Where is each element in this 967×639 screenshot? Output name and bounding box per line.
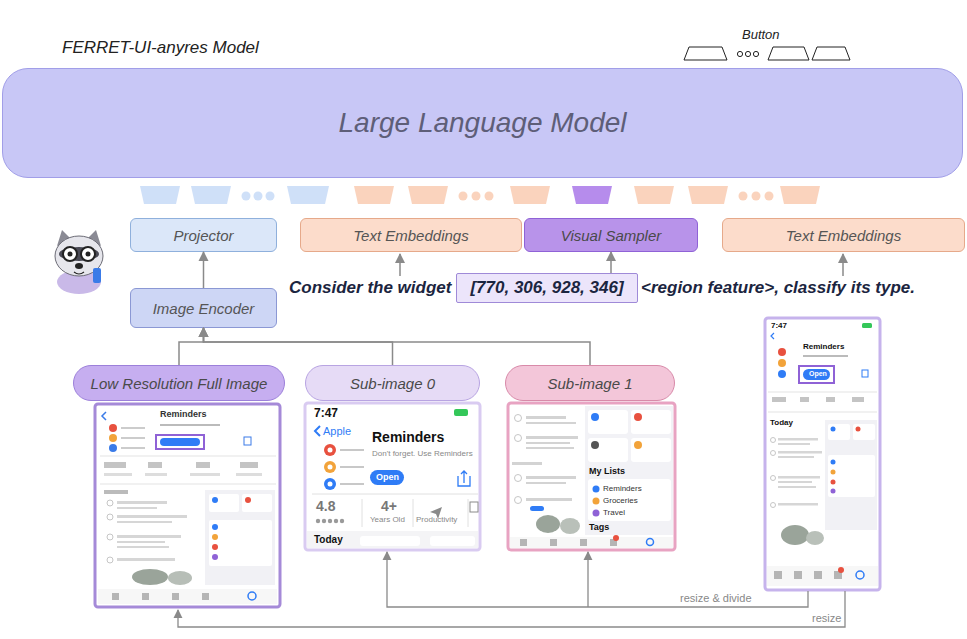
visual-sampler-box: Visual Sampler xyxy=(524,218,698,252)
screen-text: Reminders xyxy=(160,409,207,419)
node-label: Projector xyxy=(173,227,233,244)
flow-arrow xyxy=(610,252,612,273)
resize-connectors xyxy=(178,552,845,627)
flow-arrow xyxy=(204,328,591,365)
node-label: Sub-image 1 xyxy=(547,375,632,392)
screen-text: 4+ xyxy=(381,498,397,514)
screen-text: 7:47 xyxy=(314,407,338,421)
screen-text: 4.8 xyxy=(316,498,335,514)
screen-text: Reminders xyxy=(803,342,844,351)
node-label: Large Language Model xyxy=(338,107,626,139)
diagram-title: FERRET-UI-anyres Model xyxy=(62,38,259,58)
screen-text: Years Old xyxy=(370,515,405,524)
low-res-screenshot xyxy=(95,404,280,607)
screen-text: Apple xyxy=(323,425,351,438)
screen-text: Tags xyxy=(589,522,609,532)
node-label: Low Resolution Full Image xyxy=(91,375,268,392)
mascot xyxy=(55,230,103,294)
input-tokens xyxy=(140,186,820,204)
screen-text: Don't forget. Use Reminders xyxy=(372,449,473,458)
encoder-box: Image Encoder xyxy=(130,288,277,328)
connector-label: resize xyxy=(812,612,841,625)
node-label: Sub-image 0 xyxy=(350,375,435,392)
flow-arrow xyxy=(179,328,204,365)
screen-text: Productivity xyxy=(416,515,457,524)
screen-text: Travel xyxy=(603,508,625,517)
image-input-pill: Sub-image 0 xyxy=(305,365,480,401)
prompt-text: Consider the widget xyxy=(289,278,451,298)
flow-arrow xyxy=(204,328,393,365)
screen-text: Reminders xyxy=(372,429,444,445)
node-label: [770, 306, 928, 346] xyxy=(470,278,623,298)
screen-text: My Lists xyxy=(589,466,625,476)
sub-image-0-screenshot xyxy=(305,403,480,550)
screen-text: Today xyxy=(770,418,793,427)
node-label: Text Embeddings xyxy=(353,227,468,244)
output-tokens xyxy=(684,47,850,60)
projector-box: Projector xyxy=(130,218,277,252)
text-embedding-box: Text Embeddings xyxy=(722,218,965,252)
screen-text: 7:47 xyxy=(771,321,787,330)
screen-text: Today xyxy=(314,534,343,546)
image-input-pill: Low Resolution Full Image xyxy=(73,365,285,401)
screen-text: Open xyxy=(809,370,827,378)
full-screenshot xyxy=(765,318,880,590)
text-embedding-box: Text Embeddings xyxy=(300,218,522,252)
screen-text: Reminders xyxy=(603,484,642,493)
sub-image-1-screenshot xyxy=(508,403,675,550)
output-label: Button xyxy=(742,28,780,43)
node-label: Visual Sampler xyxy=(561,227,662,244)
region-box: [770, 306, 928, 346] xyxy=(456,273,638,303)
screen-text: Open xyxy=(376,472,399,482)
connector-label: resize & divide xyxy=(680,592,752,605)
node-label: Image Encoder xyxy=(153,300,255,317)
prompt-text: <region feature>, classify its type. xyxy=(641,278,915,298)
screen-text: Groceries xyxy=(603,496,638,505)
image-input-pill: Sub-image 1 xyxy=(505,365,675,401)
flow-arrow xyxy=(203,252,205,288)
node-label: Text Embeddings xyxy=(786,227,901,244)
llm-box: Large Language Model xyxy=(2,68,963,178)
